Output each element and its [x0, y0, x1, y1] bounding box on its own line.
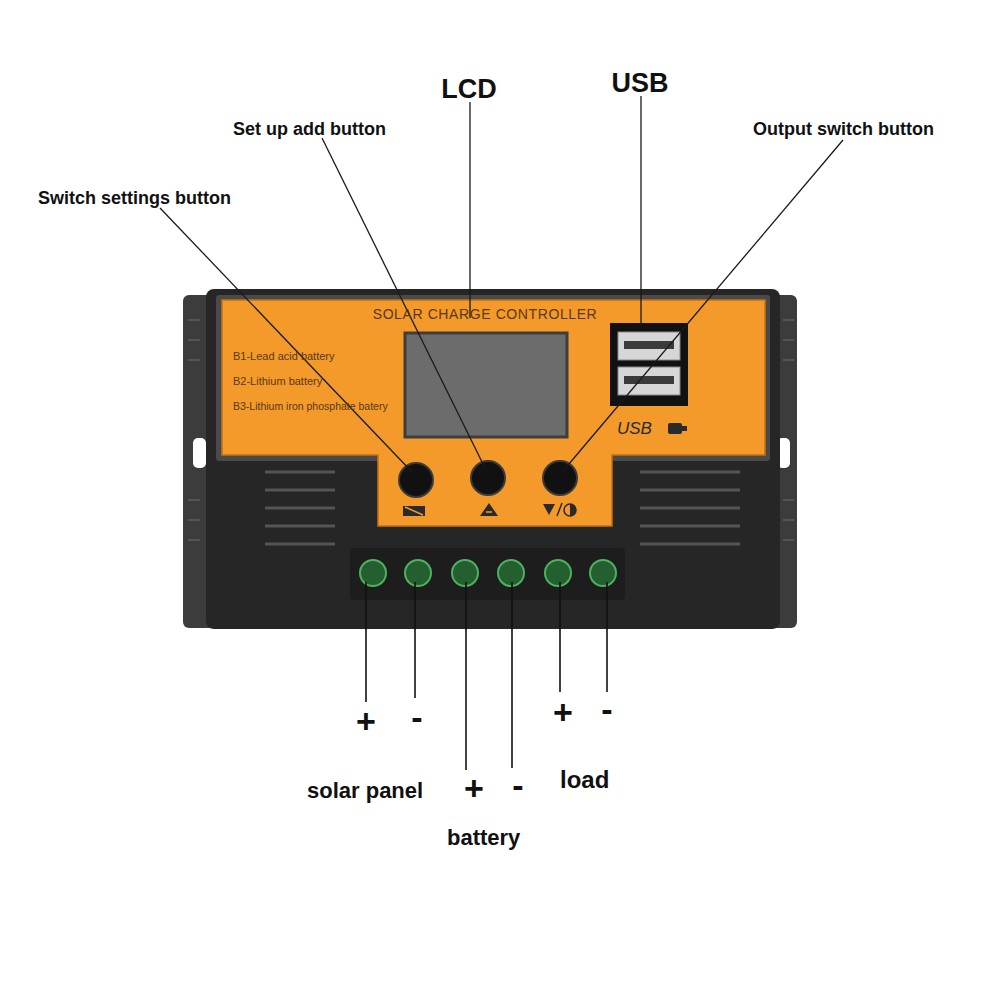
terminal-screws	[360, 560, 616, 586]
usb-port-frame	[610, 323, 688, 406]
mounting-hole	[193, 438, 206, 468]
callout-label: Switch settings button	[38, 189, 231, 207]
usb-slot	[624, 376, 674, 384]
terminal-block	[350, 548, 625, 600]
button-symbol	[480, 503, 498, 516]
button-symbol	[403, 506, 425, 516]
terminal-wires	[366, 582, 607, 770]
polarity-sign: -	[512, 768, 523, 802]
polarity-sign: -	[411, 700, 422, 734]
polarity-sign: -	[601, 692, 612, 726]
terminal-group-label: solar panel	[307, 780, 423, 802]
button-symbol	[543, 503, 576, 516]
polarity-sign: +	[356, 704, 376, 738]
faceplate	[222, 300, 765, 526]
faceplate-panel: SOLAR CHARGE CONTROLLER B1-Lead acid batt…	[220, 300, 765, 455]
panel-text: USB	[617, 420, 652, 437]
housing	[206, 289, 780, 629]
usb-socket	[618, 367, 680, 395]
terminal-group-label: load	[560, 768, 609, 792]
callout-title: LCD	[441, 76, 497, 103]
terminal-group-label: battery	[447, 827, 520, 849]
lcd-screen	[405, 333, 567, 437]
panel-title: SOLAR CHARGE CONTROLLER	[373, 307, 598, 321]
usb-socket	[618, 332, 680, 360]
callout-title: USB	[611, 70, 668, 97]
push-button	[471, 461, 505, 495]
leader-lines	[160, 96, 843, 472]
push-button	[399, 463, 433, 497]
panel-text: B1-Lead acid battery	[233, 351, 335, 362]
push-button	[543, 461, 577, 495]
callout-label: Output switch button	[753, 120, 934, 138]
polarity-sign: +	[464, 771, 484, 805]
usb-icon	[668, 423, 687, 434]
callout-label: Set up add button	[233, 120, 386, 138]
polarity-sign: +	[553, 695, 573, 729]
panel-text: B3-Lithium iron phosphate batery	[233, 401, 388, 412]
panel-text: B2-Lithium battery	[233, 376, 322, 387]
